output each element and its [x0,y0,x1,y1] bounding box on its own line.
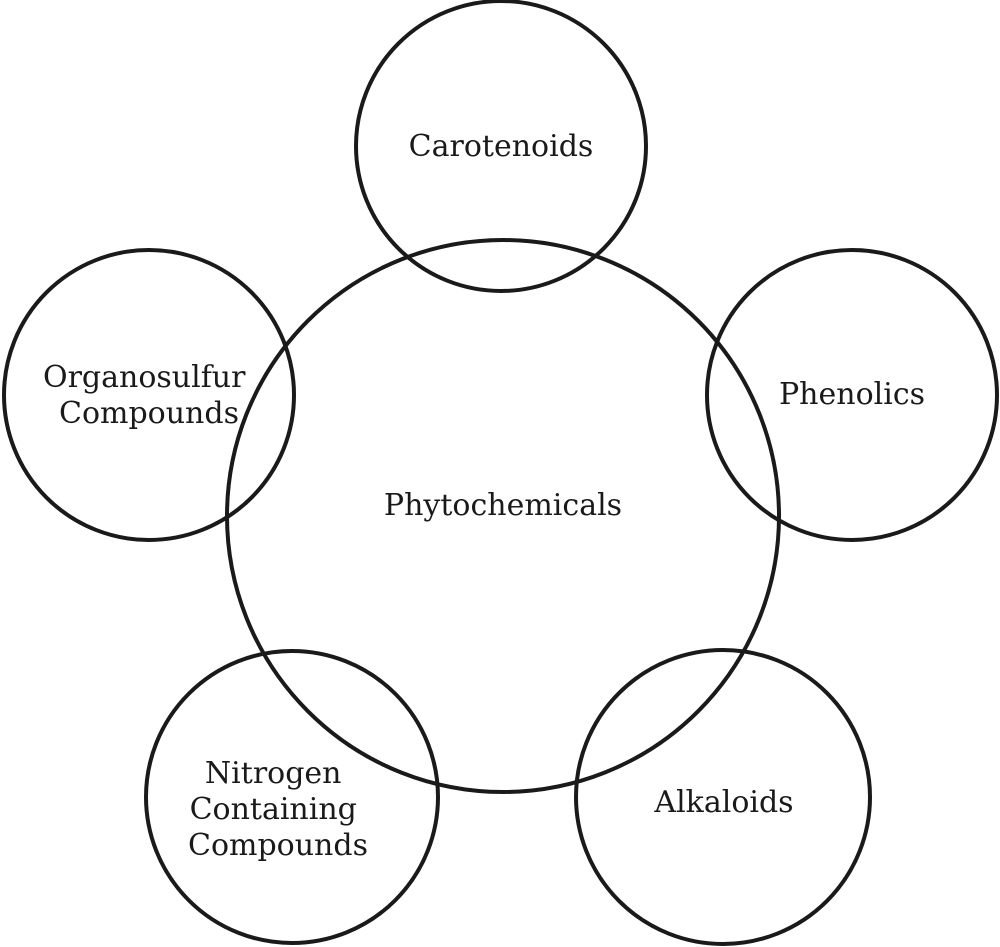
phenolics-circle [705,248,999,542]
nitrogen-label-line-2: Containing [190,792,357,827]
nitrogen-label-line-3: Compounds [188,828,368,863]
satellite-node-carotenoids: Carotenoids [354,0,648,293]
organosulfur-label-line-1: Organosulfur [43,360,246,395]
organosulfur-circle [2,248,296,542]
satellite-node-organosulfur: Organosulfur Compounds [2,248,296,542]
center-label-line: Phytochemicals [384,488,622,523]
nitrogen-label: Nitrogen Containing Compounds [188,756,368,863]
satellite-node-phenolics: Phenolics [705,248,999,542]
carotenoids-label-line: Carotenoids [409,129,594,164]
nitrogen-label-line-1: Nitrogen [205,756,342,791]
satellite-node-alkaloids: Alkaloids [574,648,872,946]
satellite-node-nitrogen: Nitrogen Containing Compounds [144,649,440,945]
phenolics-label: Phenolics [779,377,925,412]
phenolics-label-line: Phenolics [779,377,925,412]
organosulfur-label: Organosulfur Compounds [43,360,255,431]
nitrogen-circle [144,649,440,945]
alkaloids-circle [574,648,872,946]
carotenoids-circle [354,0,648,293]
center-node: Phytochemicals [225,238,781,794]
organosulfur-label-line-2: Compounds [59,396,239,431]
alkaloids-label-line: Alkaloids [653,785,793,820]
carotenoids-label: Carotenoids [409,129,594,164]
center-label: Phytochemicals [384,488,622,523]
alkaloids-label: Alkaloids [653,785,793,820]
